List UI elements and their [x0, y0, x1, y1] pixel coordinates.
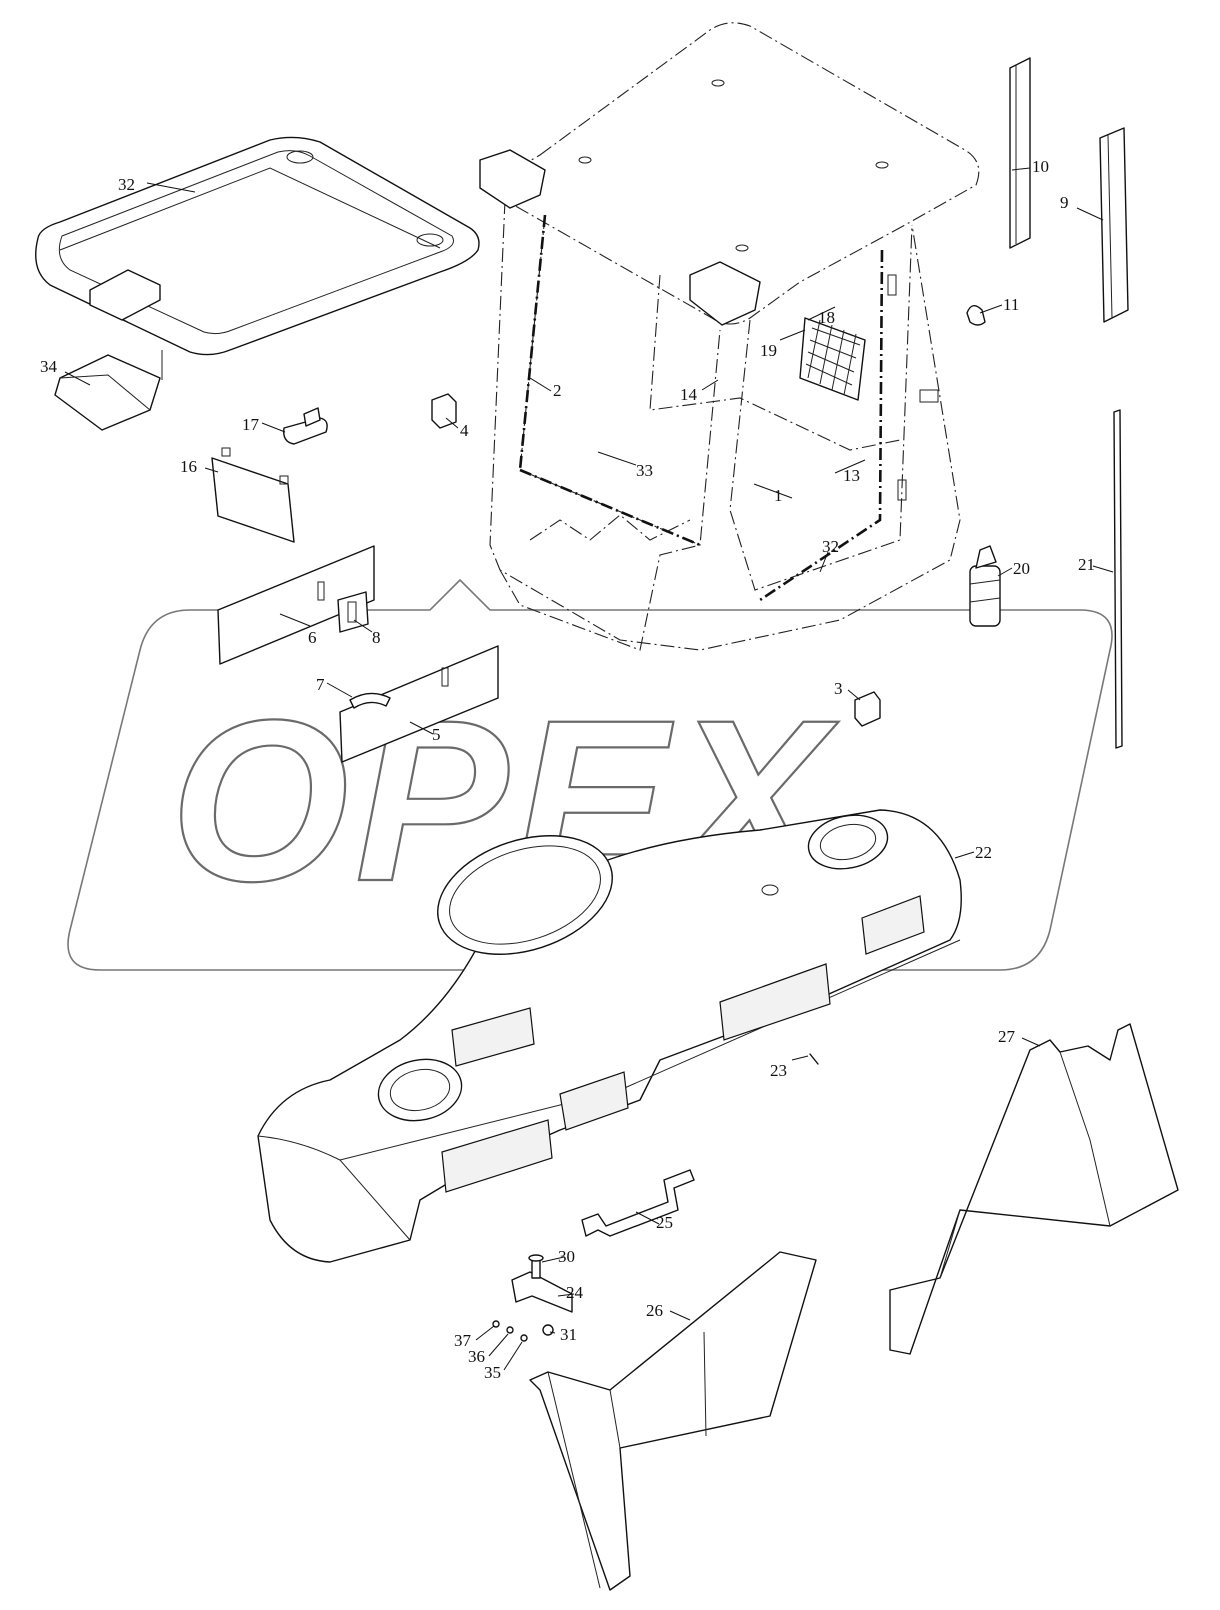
part-5-panel: [339, 645, 499, 763]
part-6-panel: [217, 545, 375, 665]
callout-19: 20: [1013, 559, 1030, 578]
part-10-trim: [1009, 57, 1031, 249]
callout-1: 1: [774, 486, 783, 505]
callout-4: 4: [460, 421, 469, 440]
callout-30: 31: [560, 1325, 577, 1344]
part-9-trim: [1099, 127, 1129, 323]
callout-27: 30: [558, 1247, 575, 1266]
callout-25: 26: [646, 1301, 663, 1320]
callout-3: 3: [834, 679, 843, 698]
part-21-dashboard: [257, 809, 962, 1263]
part-22-screw: [809, 1053, 819, 1065]
callout-22: 23: [770, 1061, 787, 1080]
callout-35: 35: [484, 1363, 501, 1382]
callout-20: 21: [1078, 555, 1095, 574]
part-15-visor: [211, 447, 295, 543]
callout-24: 25: [656, 1213, 673, 1232]
callout-32: 32: [822, 537, 839, 556]
callout-15: 16: [180, 457, 197, 476]
callout-36: 36: [468, 1347, 485, 1366]
part-3-bracket: [854, 691, 881, 727]
callout-33: 33: [636, 461, 653, 480]
callout-34: 34: [40, 357, 58, 376]
callout-7: 7: [316, 675, 325, 694]
leader-lines: [64, 167, 1114, 1371]
part-8-latch: [337, 591, 369, 633]
part-26-panel: [889, 1023, 1179, 1355]
callout-6: 6: [308, 628, 317, 647]
callout-14: 14: [680, 385, 698, 404]
callout-21: 22: [975, 843, 992, 862]
callout-17: 18: [818, 308, 835, 327]
part-20-strip: [1113, 409, 1123, 749]
callout-11: 11: [1003, 295, 1019, 314]
part-31-roof-liner: [35, 136, 480, 356]
callout-8: 8: [372, 628, 381, 647]
callout-labels: 32 34 10 9 11 18 19 2 14 4 17 33 13 1 16…: [40, 157, 1095, 1382]
callout-5: 5: [432, 725, 441, 744]
watermark: OPEX: [67, 578, 1113, 1002]
callout-26: 27: [998, 1027, 1016, 1046]
part-25-panel: [529, 1251, 817, 1591]
callout-23: 24: [566, 1283, 584, 1302]
callout-16: 17: [242, 415, 260, 434]
watermark-text: OPEX: [170, 672, 839, 929]
part-24-bracket: [581, 1169, 695, 1237]
callout-31: 32: [118, 175, 135, 194]
callout-9: 9: [1060, 193, 1069, 212]
part-11-clip: [966, 305, 986, 326]
part-23-bracket: [492, 1254, 573, 1342]
cab-frame: [479, 22, 980, 651]
part-16-mirror: [283, 407, 328, 445]
callout-2: 2: [553, 381, 562, 400]
part-7-handle: [349, 692, 391, 709]
callout-18: 19: [760, 341, 777, 360]
part-34-pocket: [54, 350, 163, 431]
part-19-extinguisher: [969, 545, 1001, 627]
callout-10: 10: [1032, 157, 1049, 176]
callout-37: 37: [454, 1331, 472, 1350]
part-4-bracket: [431, 393, 457, 429]
callout-13: 13: [843, 466, 860, 485]
